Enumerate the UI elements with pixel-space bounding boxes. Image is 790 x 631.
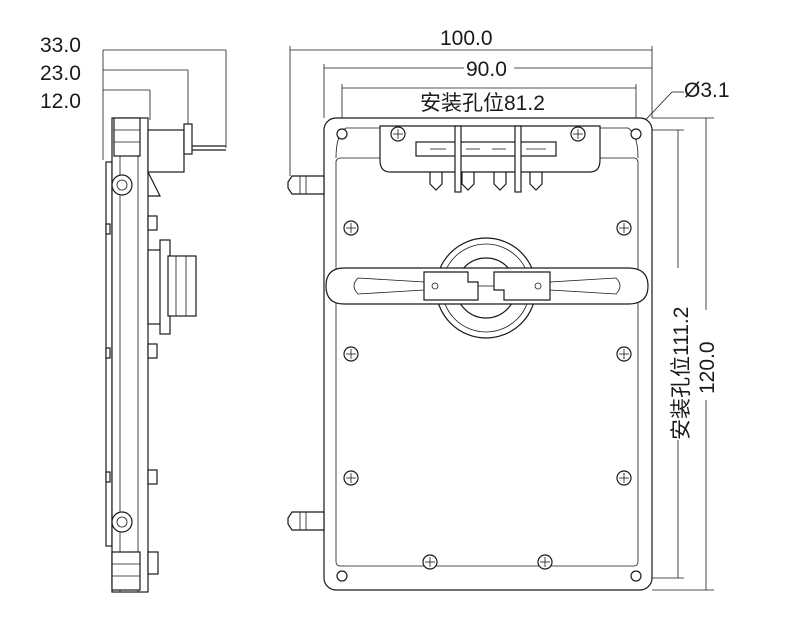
- dim-hole-diameter: Ø3.1: [684, 79, 730, 102]
- side-view: 33.0 23.0 12.0: [40, 34, 227, 593]
- side-knob-bottom: [111, 511, 133, 533]
- mount-hole-br: [630, 570, 642, 582]
- nozzle-top: [287, 175, 325, 195]
- side-knob-top: [111, 174, 133, 196]
- dim-mount-hole-vertical: 安装孔位111.2: [670, 307, 693, 440]
- dim-overall-height: 120.0: [696, 341, 719, 394]
- front-plate-outer: [323, 117, 653, 591]
- dim-inner-width: 90.0: [466, 58, 507, 81]
- dim-overall-width: 100.0: [440, 27, 493, 50]
- mount-hole-bl: [336, 570, 348, 582]
- dim-side-depth-plate: 12.0: [40, 90, 81, 113]
- actuator-tab-left: [423, 271, 479, 301]
- actuator-tab-right: [493, 271, 551, 301]
- dim-mount-hole-horizontal: 安装孔位81.2: [420, 92, 545, 115]
- side-connector-head: [147, 129, 185, 173]
- nozzle-bottom: [287, 511, 325, 531]
- dim-side-depth-total: 33.0: [40, 34, 81, 57]
- mount-hole-tl: [336, 128, 348, 140]
- front-view: 100.0 90.0 安装孔位81.2 Ø3.1 安装孔位111.2 120.0: [287, 27, 730, 591]
- dim-side-depth-mid: 23.0: [40, 62, 81, 85]
- mount-hole-tr: [630, 128, 642, 140]
- terminal-pins: [429, 172, 543, 191]
